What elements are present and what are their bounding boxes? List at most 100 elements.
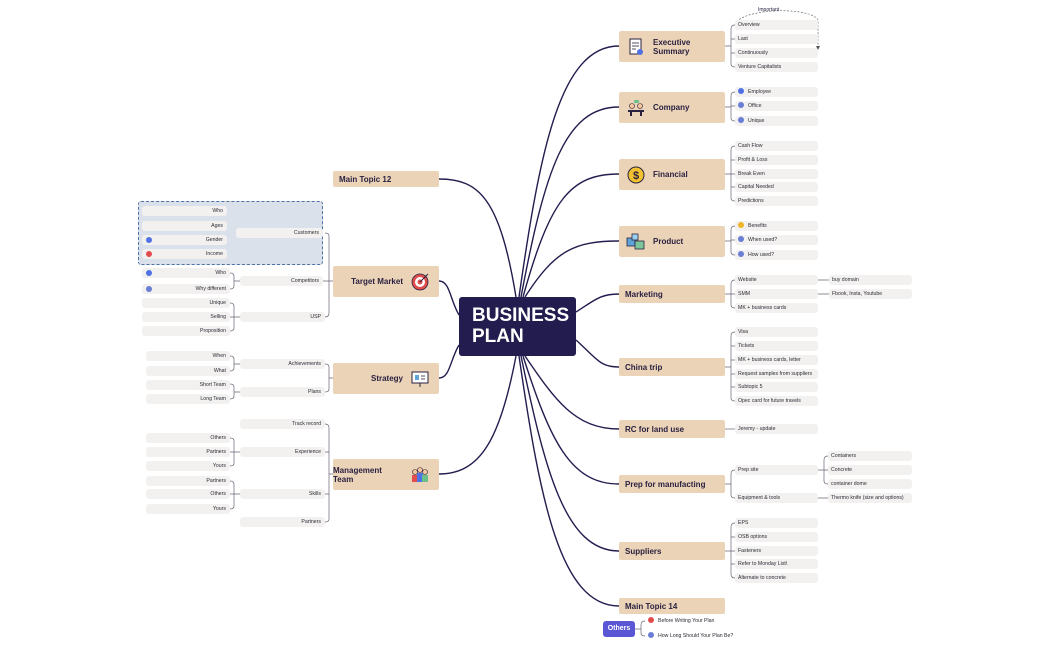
branch-experience[interactable]: Experience xyxy=(240,447,325,457)
subtopic[interactable]: MK + business cards, letter xyxy=(735,355,818,365)
subtopic[interactable]: Who xyxy=(142,268,230,278)
subtopic[interactable]: Visa xyxy=(735,327,818,337)
topic-suppliers[interactable]: Suppliers xyxy=(619,542,725,560)
subtopic[interactable]: Gender xyxy=(142,235,227,245)
question-icon xyxy=(738,117,744,123)
subtopic[interactable]: Unique xyxy=(735,116,818,126)
subtopic[interactable]: How Long Should Your Plan Be? xyxy=(645,631,745,641)
branch-partners[interactable]: Partners xyxy=(240,517,325,527)
subtopic[interactable]: Profit & Loss xyxy=(735,155,818,165)
branch-plans[interactable]: Plans xyxy=(240,387,325,397)
topic-management-team[interactable]: Management Team xyxy=(333,459,439,490)
subtopic[interactable]: Capital Needed xyxy=(735,182,818,192)
subtopic[interactable]: Benefits xyxy=(735,221,818,231)
subtopic[interactable]: container dome xyxy=(828,479,912,489)
topic-label: Main Topic 12 xyxy=(339,174,392,184)
topic-label: Financial xyxy=(653,170,688,179)
topic-product[interactable]: Product xyxy=(619,226,725,257)
central-topic[interactable]: BUSINESS PLAN xyxy=(459,297,576,356)
subtopic[interactable]: Opec card for future travels xyxy=(735,396,818,406)
subtopic[interactable]: Yours xyxy=(146,461,230,471)
topic-marketing[interactable]: Marketing xyxy=(619,285,725,303)
subtopic[interactable]: Jeremy - update xyxy=(735,424,818,434)
star-icon xyxy=(738,222,744,228)
subtopic[interactable]: MK + business cards xyxy=(735,303,818,313)
subtopic[interactable]: How used? xyxy=(735,250,818,260)
others-node[interactable]: Others xyxy=(603,621,635,637)
subtopic[interactable]: Selling xyxy=(142,312,230,322)
subtopic[interactable]: Long Team xyxy=(146,394,230,404)
subtopic[interactable]: Fbook, Insta, Youtube xyxy=(829,289,912,299)
question-icon xyxy=(738,251,744,257)
topic-strategy[interactable]: Strategy xyxy=(333,363,439,394)
subtopic[interactable]: OSB options xyxy=(735,532,818,542)
subtopic[interactable]: Ages xyxy=(142,221,227,231)
branch-track-record[interactable]: Track record xyxy=(240,419,325,429)
subtopic[interactable]: Unique xyxy=(142,298,230,308)
subtopic[interactable]: Income xyxy=(142,249,227,259)
subtopic[interactable]: Partners xyxy=(146,447,230,457)
subtopic[interactable]: Why different xyxy=(142,284,230,294)
subtopic[interactable]: EPS xyxy=(735,518,818,528)
subtopic[interactable]: When xyxy=(146,351,230,361)
subtopic[interactable]: Employee xyxy=(735,87,818,97)
subtopic[interactable]: Tickets xyxy=(735,341,818,351)
subtopic[interactable]: Partners xyxy=(146,476,230,486)
subtopic[interactable]: Concrete xyxy=(828,465,912,475)
dollar-icon: $ xyxy=(627,166,645,183)
subtopic[interactable]: Containers xyxy=(828,451,912,461)
subtopic[interactable]: Alternate to concrete xyxy=(735,573,818,583)
subtopic[interactable]: Refer to Monday List\ xyxy=(735,559,818,569)
subtopic[interactable]: Who xyxy=(142,206,227,216)
subtopic[interactable]: Subtopic 5 xyxy=(735,382,818,392)
subtopic[interactable]: Equipment & tools xyxy=(735,493,818,503)
branch-usp[interactable]: USP xyxy=(240,312,325,322)
topic-executive-summary[interactable]: Executive Summary xyxy=(619,31,725,62)
subtopic[interactable]: Proposition xyxy=(142,326,230,336)
topic-rc-land-use[interactable]: RC for land use xyxy=(619,420,725,438)
topic-label: Main Topic 14 xyxy=(625,601,678,611)
subtopic[interactable]: buy domain xyxy=(829,275,912,285)
question-icon xyxy=(146,286,152,292)
boxes-icon xyxy=(626,233,645,249)
subtopic[interactable]: Continuously xyxy=(735,48,818,58)
topic-company[interactable]: Company xyxy=(619,92,725,123)
subtopic[interactable]: Yours xyxy=(146,504,230,514)
smiley-icon xyxy=(738,102,744,108)
topic-label: Marketing xyxy=(625,289,663,299)
subtopic[interactable]: Venture Capitalists xyxy=(735,62,818,72)
branch-skills[interactable]: Skills xyxy=(240,489,325,499)
subtopic[interactable]: Last xyxy=(735,34,818,44)
subtopic[interactable]: Short Team xyxy=(146,380,230,390)
subtopic[interactable]: Others xyxy=(146,489,230,499)
central-topic-line1: BUSINESS xyxy=(472,305,570,326)
subtopic[interactable]: Website xyxy=(735,275,818,285)
subtopic[interactable]: Office xyxy=(735,101,818,111)
document-icon xyxy=(629,38,643,55)
topic-main-topic-12[interactable]: Main Topic 12 xyxy=(333,171,439,187)
subtopic[interactable]: Break Even xyxy=(735,169,818,179)
subtopic[interactable]: Request samples from suppliers xyxy=(735,369,818,379)
subtopic[interactable]: When used? xyxy=(735,235,818,245)
svg-text:$: $ xyxy=(633,170,639,182)
subtopic[interactable]: Overview xyxy=(735,20,818,30)
question-icon xyxy=(738,236,744,242)
subtopic[interactable]: Thermo knife (size and options) xyxy=(828,493,912,503)
subtopic[interactable]: Prep site xyxy=(735,465,818,475)
subtopic[interactable]: SMM xyxy=(735,289,818,299)
branch-competitors[interactable]: Competitors xyxy=(240,276,323,286)
topic-prep-for-manufacting[interactable]: Prep for manufacting xyxy=(619,475,725,493)
subtopic[interactable]: Before Writing Your Plan xyxy=(645,616,725,626)
subtopic[interactable]: What xyxy=(146,366,230,376)
subtopic[interactable]: Predictions xyxy=(735,196,818,206)
topic-china-trip[interactable]: China trip xyxy=(619,358,725,376)
branch-customers[interactable]: Customers xyxy=(236,228,323,238)
topic-main-topic-14[interactable]: Main Topic 14 xyxy=(619,598,725,614)
topic-target-market[interactable]: Target Market xyxy=(333,266,439,297)
subtopic[interactable]: Others xyxy=(146,433,230,443)
subtopic[interactable]: Fasteners xyxy=(735,546,818,556)
subtopic[interactable]: Cash Flow xyxy=(735,141,818,151)
relationship-label[interactable]: Important xyxy=(758,7,780,13)
topic-financial[interactable]: $ Financial xyxy=(619,159,725,190)
branch-achievements[interactable]: Achievements xyxy=(240,359,325,369)
